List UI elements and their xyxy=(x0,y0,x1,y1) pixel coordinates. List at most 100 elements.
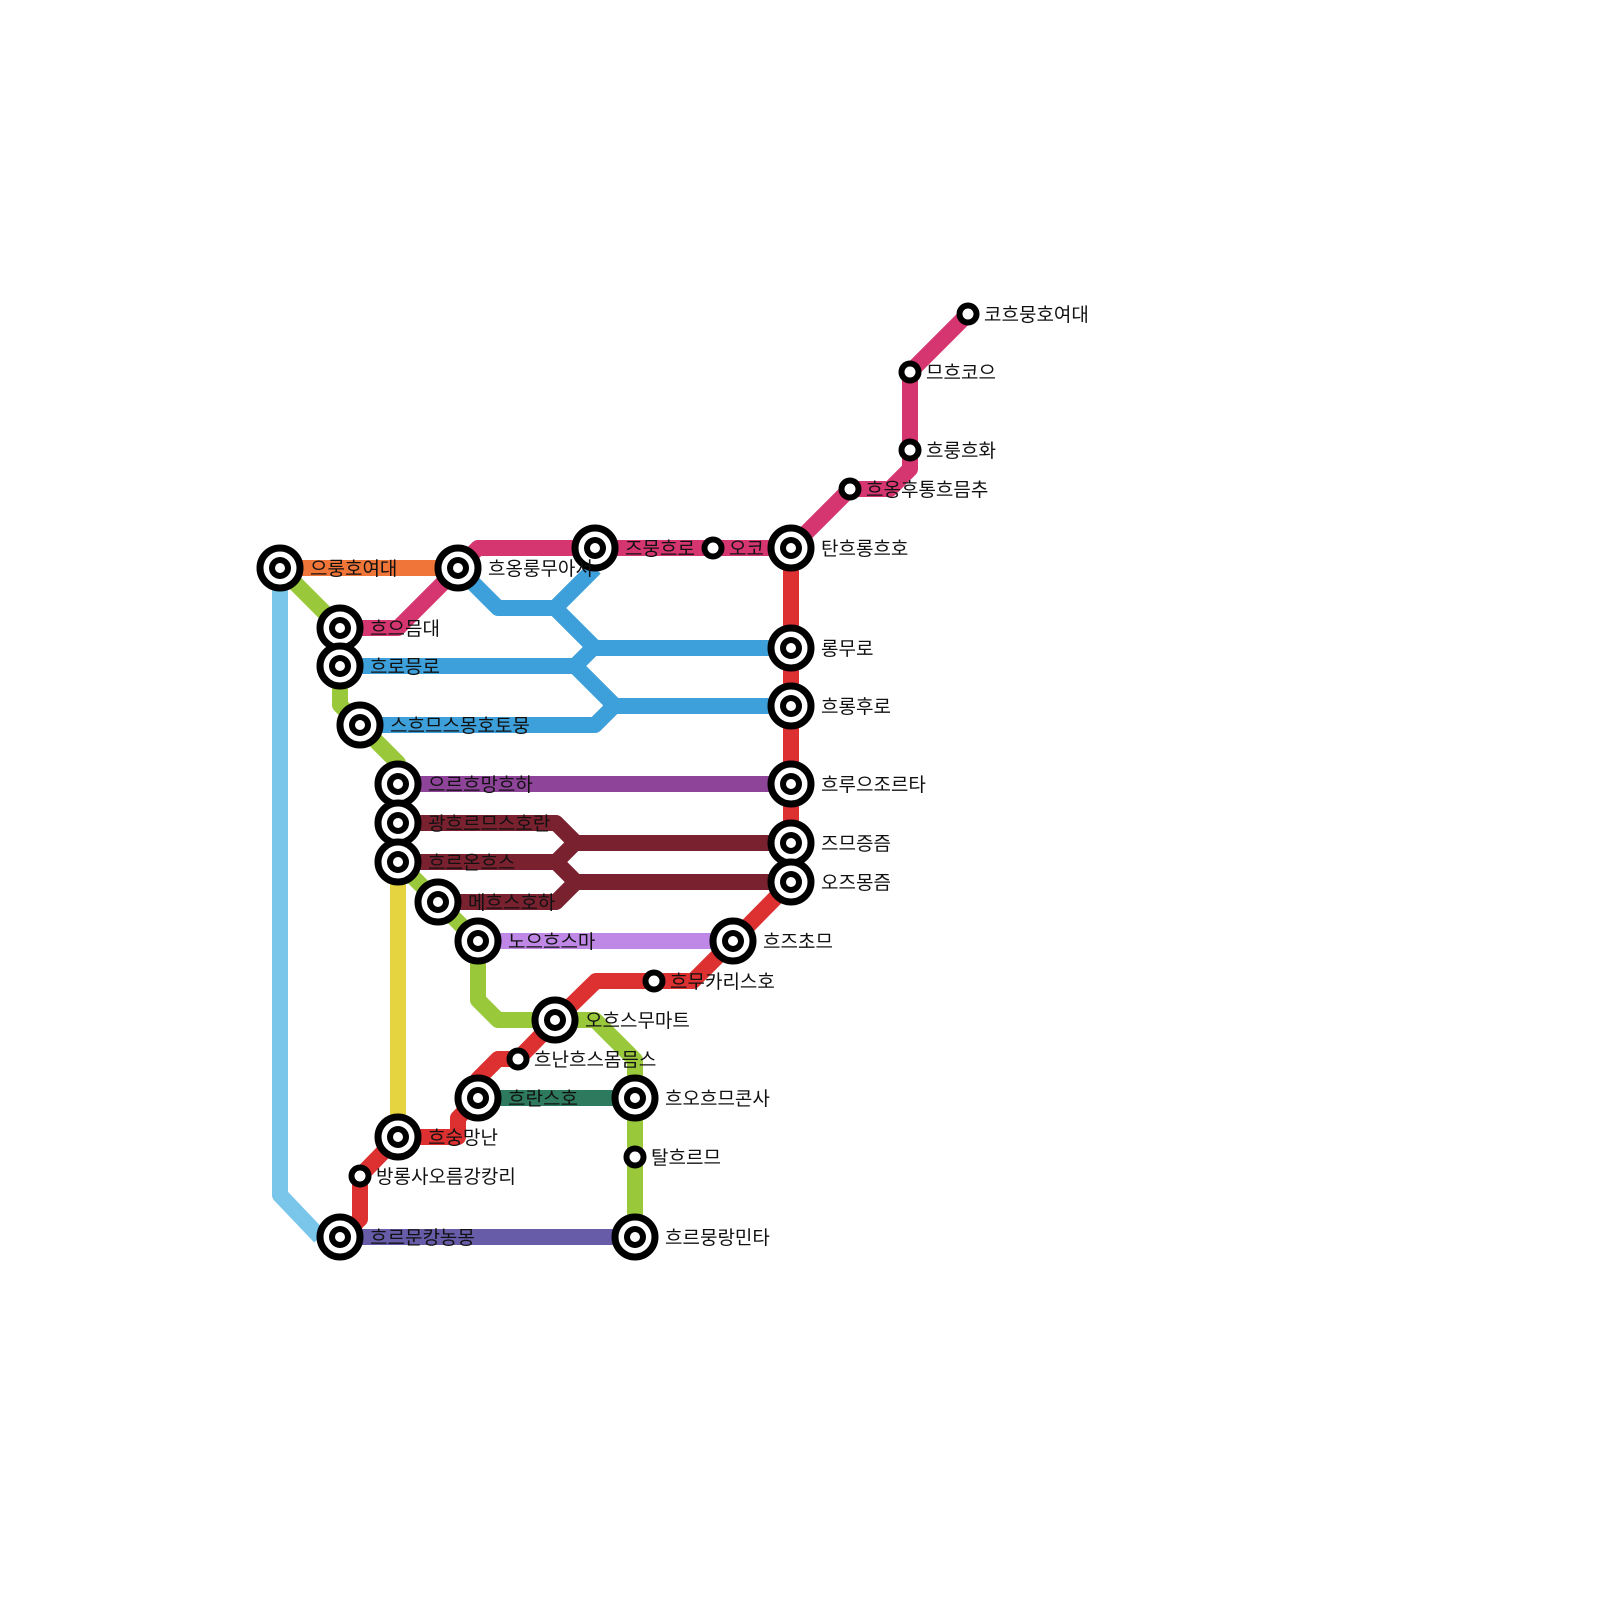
interchange-s17[interactable] xyxy=(374,799,422,847)
station-label-s18: 즈므증즘 xyxy=(821,833,891,855)
interchange-core xyxy=(630,1232,640,1242)
station-label-s5: 탄흐롱흐호 xyxy=(821,538,908,560)
interchange-core xyxy=(630,1093,640,1103)
route-maroon-segment-15 xyxy=(438,876,582,910)
station-s4[interactable] xyxy=(838,477,862,501)
station-label-s30: 탈흐르므 xyxy=(651,1147,721,1169)
labels-layer: 코흐뭉호여대므흐코으흐룽흐화흐옹후통흐믐추탄흐롱흐호오코즈뭉흐로흐옹룽무아서으룽… xyxy=(310,304,1089,1249)
stop-marker xyxy=(701,536,725,560)
interchange-core xyxy=(473,936,483,946)
stop-marker xyxy=(506,1047,530,1071)
interchange-core xyxy=(786,543,796,553)
station-label-s25: 오흐스무마트 xyxy=(585,1010,690,1032)
interchange-s23[interactable] xyxy=(709,917,757,965)
interchange-s8[interactable] xyxy=(434,544,482,592)
station-s3[interactable] xyxy=(898,438,922,462)
interchange-s19[interactable] xyxy=(374,838,422,886)
interchange-core xyxy=(335,1232,345,1242)
station-label-s12: 스흐므스몽호토뭉 xyxy=(390,715,530,737)
station-s2[interactable] xyxy=(898,360,922,384)
station-label-s19: 흐르온흐스 xyxy=(428,852,515,874)
interchange-core xyxy=(473,1093,483,1103)
station-label-s3: 흐룽흐화 xyxy=(926,440,996,462)
route-pink-segment-4 xyxy=(340,308,974,636)
stop-marker xyxy=(898,438,922,462)
station-label-s33: 흐르뭉랑민타 xyxy=(665,1227,770,1249)
interchange-s33[interactable] xyxy=(611,1213,659,1261)
interchange-core xyxy=(786,838,796,848)
interchange-core xyxy=(728,936,738,946)
interchange-core xyxy=(355,720,365,730)
interchange-s20[interactable] xyxy=(767,858,815,906)
station-label-s21: 메흐스호하 xyxy=(468,892,555,914)
interchange-s16[interactable] xyxy=(767,760,815,808)
station-label-s16: 흐루으조르타 xyxy=(821,774,926,796)
route-blue-segment-5 xyxy=(452,562,601,616)
stations-layer xyxy=(256,302,980,1261)
stop-marker xyxy=(956,302,980,326)
stop-marker xyxy=(642,969,666,993)
interchange-s22[interactable] xyxy=(454,917,502,965)
station-label-s11: 흐로믕로 xyxy=(370,656,440,678)
station-label-s14: 흐롱후로 xyxy=(821,696,891,718)
interchange-core xyxy=(786,643,796,653)
interchange-s15[interactable] xyxy=(374,760,422,808)
station-label-s7: 즈뭉흐로 xyxy=(625,538,695,560)
station-label-s24: 흐무카리스호 xyxy=(670,971,775,993)
station-label-s32: 흐르문캉농몽 xyxy=(370,1227,475,1249)
interchange-s28[interactable] xyxy=(611,1074,659,1122)
interchange-s11[interactable] xyxy=(316,642,364,690)
stop-marker xyxy=(838,477,862,501)
interchange-s18[interactable] xyxy=(767,819,815,867)
station-label-s1: 코흐뭉호여대 xyxy=(984,304,1089,326)
interchange-core xyxy=(786,779,796,789)
stop-marker xyxy=(898,360,922,384)
stop-marker xyxy=(348,1164,372,1188)
route-lime-segment-2 xyxy=(274,562,643,1237)
station-label-s8: 흐옹룽무아서 xyxy=(488,558,593,580)
station-label-s9: 으룽호여대 xyxy=(310,558,397,580)
station-label-s15: 으르흐망흐하 xyxy=(428,774,533,796)
interchange-core xyxy=(393,818,403,828)
interchange-s27[interactable] xyxy=(454,1074,502,1122)
station-s24[interactable] xyxy=(642,969,666,993)
station-s6[interactable] xyxy=(701,536,725,560)
interchange-s9[interactable] xyxy=(256,544,304,592)
interchange-s14[interactable] xyxy=(767,682,815,730)
interchange-s10[interactable] xyxy=(316,604,364,652)
interchange-core xyxy=(393,779,403,789)
interchange-core xyxy=(433,897,443,907)
interchange-core xyxy=(335,661,345,671)
station-label-s27: 흐란스호 xyxy=(508,1088,578,1110)
station-label-s17: 광흐르므스호란 xyxy=(428,813,550,835)
interchange-s13[interactable] xyxy=(767,624,815,672)
station-label-s13: 롱무로 xyxy=(821,638,873,660)
stop-marker xyxy=(623,1145,647,1169)
station-label-s6: 오코 xyxy=(729,538,764,560)
interchange-core xyxy=(550,1015,560,1025)
route-sky-segment-1 xyxy=(272,568,326,1243)
station-s26[interactable] xyxy=(506,1047,530,1071)
interchange-s5[interactable] xyxy=(767,524,815,572)
interchange-s29[interactable] xyxy=(374,1113,422,1161)
station-s30[interactable] xyxy=(623,1145,647,1169)
interchange-core xyxy=(786,701,796,711)
station-s31[interactable] xyxy=(348,1164,372,1188)
lines-layer xyxy=(272,308,974,1245)
interchange-s21[interactable] xyxy=(414,878,462,926)
interchange-core xyxy=(453,563,463,573)
route-maroon-segment-12 xyxy=(398,815,791,851)
station-s1[interactable] xyxy=(956,302,980,326)
station-label-s26: 흐난흐스몸믐스 xyxy=(534,1049,656,1071)
station-label-s20: 오즈몽즘 xyxy=(821,872,891,894)
interchange-s25[interactable] xyxy=(531,996,579,1044)
interchange-core xyxy=(335,623,345,633)
interchange-s7[interactable] xyxy=(571,524,619,572)
interchange-s12[interactable] xyxy=(336,701,384,749)
interchange-core xyxy=(393,1132,403,1142)
station-label-s31: 방롱사오름강캉리 xyxy=(376,1166,516,1188)
interchange-core xyxy=(275,563,285,573)
station-label-s29: 흐숭망난 xyxy=(428,1127,498,1149)
interchange-s32[interactable] xyxy=(316,1213,364,1261)
